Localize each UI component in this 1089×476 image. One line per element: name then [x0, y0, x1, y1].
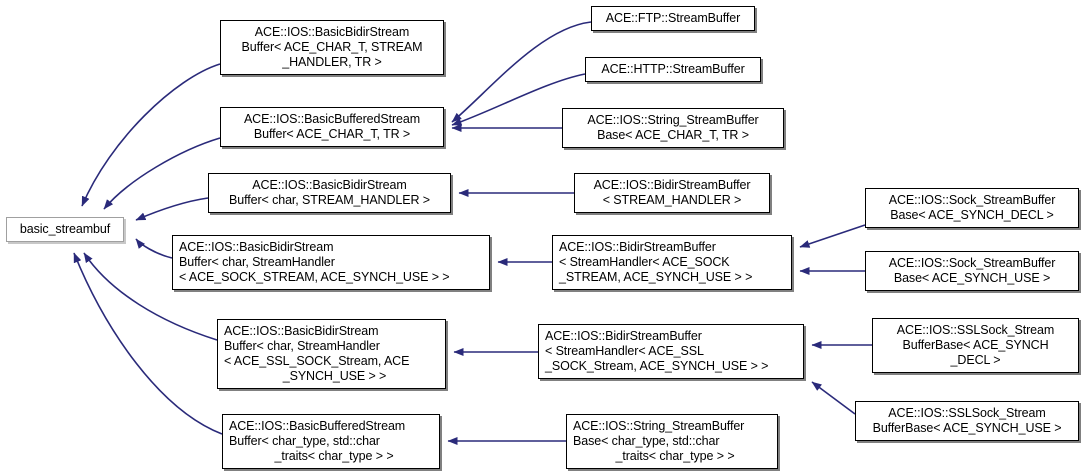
node-label-line: _traits< char_type > >: [274, 449, 394, 463]
node-label-line: Buffer< char, STREAM_HANDLER >: [228, 193, 431, 207]
node-label-line: ACE::IOS::BidirStreamBuffer: [545, 329, 702, 343]
node-label-line: BufferBase< ACE_SYNCH: [902, 338, 1049, 352]
node-label-line: ACE::IOS::SSLSock_Stream: [896, 323, 1055, 337]
node-sslsock-streambufferbase-synch-use[interactable]: ACE::IOS::SSLSock_Stream BufferBase< ACE…: [855, 401, 1079, 441]
node-sock-streambufferbase-synch-decl[interactable]: ACE::IOS::Sock_StreamBuffer Base< ACE_SY…: [865, 188, 1079, 228]
node-label-line: < ACE_SOCK_STREAM, ACE_SYNCH_USE > >: [179, 270, 450, 284]
node-label: ACE::FTP::StreamBuffer: [605, 11, 741, 25]
node-label-line: Buffer< char, StreamHandler: [179, 255, 335, 269]
node-label-line: ACE::IOS::BasicBidirStream: [252, 178, 407, 192]
node-label-line: ACE::IOS::Sock_StreamBuffer: [888, 193, 1056, 207]
node-ace-http-streambuffer[interactable]: ACE::HTTP::StreamBuffer: [585, 57, 761, 82]
node-basicbidirstreambuffer-ace-char-t[interactable]: ACE::IOS::BasicBidirStream Buffer< ACE_C…: [220, 20, 444, 75]
node-basicbidirstreambuffer-sock-stream[interactable]: ACE::IOS::BasicBidirStream Buffer< char,…: [172, 235, 490, 290]
node-label-line: _STREAM, ACE_SYNCH_USE > >: [559, 270, 753, 284]
node-label-line: ACE::IOS::BidirStreamBuffer: [559, 240, 716, 254]
node-label-line: _SOCK_Stream, ACE_SYNCH_USE > >: [545, 359, 769, 373]
node-sslsock-streambufferbase-synch-decl[interactable]: ACE::IOS::SSLSock_Stream BufferBase< ACE…: [872, 318, 1079, 373]
node-bidirstreambuffer-sock-stream[interactable]: ACE::IOS::BidirStreamBuffer < StreamHand…: [552, 235, 792, 290]
node-label: ACE::HTTP::StreamBuffer: [601, 62, 745, 76]
node-label-line: Buffer< char_type, std::char: [229, 434, 380, 448]
edge-ftp-to-basicbuffered: [451, 21, 592, 123]
node-label-line: Base< ACE_SYNCH_USE >: [893, 271, 1051, 285]
node-label-line: _HANDLER, TR >: [282, 55, 382, 69]
node-label-line: _SYNCH_USE > >: [282, 369, 387, 383]
node-label-line: Base< ACE_SYNCH_DECL >: [890, 208, 1054, 222]
node-label-line: < ACE_SSL_SOCK_Stream, ACE: [224, 354, 410, 368]
node-basic-streambuf[interactable]: basic_streambuf: [6, 217, 124, 242]
node-basicbidirstreambuffer-char-stream-handler[interactable]: ACE::IOS::BasicBidirStream Buffer< char,…: [208, 173, 451, 213]
node-label-line: Buffer< char, StreamHandler: [224, 339, 380, 353]
node-bidirstreambuffer-stream-handler[interactable]: ACE::IOS::BidirStreamBuffer < STREAM_HAN…: [574, 173, 770, 213]
node-label-line: ACE::IOS::BidirStreamBuffer: [593, 178, 751, 192]
edge-ssluse-to-bidirssl: [811, 381, 856, 415]
node-label-line: < StreamHandler< ACE_SSL: [545, 344, 704, 358]
node-string-streambufferbase-ace-char-t[interactable]: ACE::IOS::String_StreamBuffer Base< ACE_…: [562, 108, 784, 148]
node-label-line: Buffer< ACE_CHAR_T, STREAM: [241, 40, 423, 54]
node-ace-ftp-streambuffer[interactable]: ACE::FTP::StreamBuffer: [591, 6, 755, 31]
node-label: basic_streambuf: [19, 222, 111, 236]
node-label-line: Buffer< ACE_CHAR_T, TR >: [253, 127, 411, 141]
node-bidirstreambuffer-ssl-sock-stream[interactable]: ACE::IOS::BidirStreamBuffer < StreamHand…: [538, 324, 804, 379]
node-label-line: _DECL >: [950, 353, 1001, 367]
node-label-line: BufferBase< ACE_SYNCH_USE >: [872, 421, 1062, 435]
node-label-line: ACE::IOS::BasicBufferedStream: [229, 419, 406, 433]
node-string-streambufferbase-char-type[interactable]: ACE::IOS::String_StreamBuffer Base< char…: [566, 414, 778, 469]
node-sock-streambufferbase-synch-use[interactable]: ACE::IOS::Sock_StreamBuffer Base< ACE_SY…: [865, 251, 1079, 291]
node-label-line: Base< char_type, std::char: [573, 434, 720, 448]
node-label-line: < STREAM_HANDLER >: [602, 193, 742, 207]
node-label-line: ACE::IOS::BasicBufferedStream: [243, 112, 421, 126]
node-label-line: ACE::IOS::Sock_StreamBuffer: [888, 256, 1056, 270]
node-label-line: ACE::IOS::BasicBidirStream: [179, 240, 334, 254]
edge-basicbuffered-chart-to-root: [103, 137, 221, 210]
node-label-line: ACE::IOS::SSLSock_Stream: [888, 406, 1046, 420]
node-label-line: ACE::IOS::BasicBidirStream: [254, 25, 410, 39]
node-label-line: Base< ACE_CHAR_T, TR >: [597, 128, 749, 142]
edge-sockdecl-to-bidirsock: [799, 224, 866, 248]
node-label-line: ACE::IOS::String_StreamBuffer: [573, 419, 745, 433]
node-label-line: ACE::IOS::String_StreamBuffer: [587, 113, 759, 127]
edge-basicbidir-charsh-to-root: [135, 197, 209, 221]
node-label-line: _traits< char_type > >: [615, 449, 735, 463]
node-label-line: ACE::IOS::BasicBidirStream: [224, 324, 379, 338]
node-label-line: < StreamHandler< ACE_SOCK: [559, 255, 730, 269]
node-basicbufferedstreambuffer-ace-char-t[interactable]: ACE::IOS::BasicBufferedStream Buffer< AC…: [220, 107, 444, 147]
edge-basicbidir-sock-to-root: [135, 238, 173, 259]
node-basicbufferedstreambuffer-char-type[interactable]: ACE::IOS::BasicBufferedStream Buffer< ch…: [222, 414, 440, 469]
edge-basicbidir-chart-to-root: [81, 63, 221, 207]
node-basicbidirstreambuffer-ssl-sock-stream[interactable]: ACE::IOS::BasicBidirStream Buffer< char,…: [217, 319, 446, 389]
